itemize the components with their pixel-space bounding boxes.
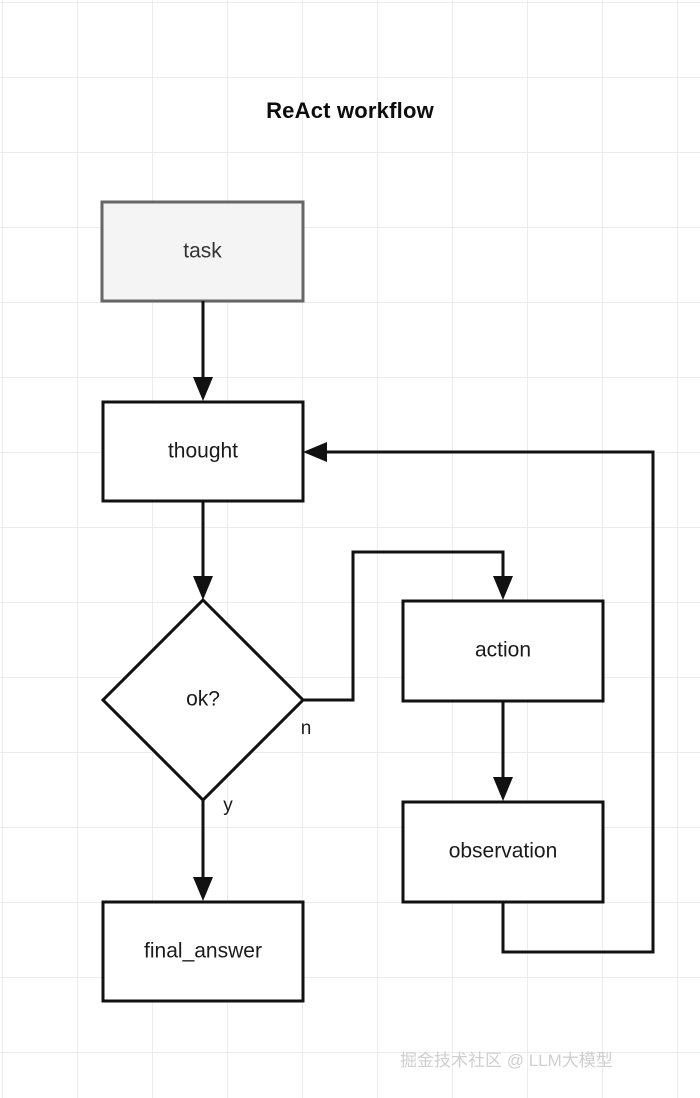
edge-decision-no-arrowhead [493,576,513,600]
node-thought[interactable]: thought [101,400,305,503]
decision-label: ok? [186,688,220,711]
edge-decision-no-line [303,550,505,702]
edge-thought-to-decision-arrowhead [193,576,213,600]
final-answer-label: final_answer [144,940,262,963]
edge-action-to-observation-arrowhead [493,777,513,801]
observation-label: observation [449,840,558,863]
node-final-answer[interactable]: final_answer [101,900,305,1003]
edge-decision-no: n [301,550,513,739]
action-label: action [475,639,531,662]
action-box-shape [401,599,605,703]
task-box-shape [100,200,305,303]
final-answer-box-shape [101,900,305,1003]
edge-task-to-thought [193,301,213,401]
node-observation[interactable]: observation [401,800,605,904]
thought-label: thought [168,440,238,463]
node-action[interactable]: action [401,599,605,703]
watermark-text: 掘金技术社区 @ LLM大模型 [400,1051,613,1070]
node-decision[interactable]: ok? [100,597,306,803]
edge-task-to-thought-arrowhead [193,377,213,401]
edge-thought-to-decision [193,501,213,600]
edge-observation-to-thought-arrowhead [303,442,327,462]
edge-decision-yes-arrowhead [193,877,213,901]
page-title: ReAct workflow [266,98,434,123]
edge-action-to-observation [493,701,513,801]
node-task[interactable]: task [100,200,305,303]
edge-observation-to-thought [303,442,655,954]
edge-label-yes: y [223,795,233,816]
observation-box-shape [401,800,605,904]
edge-decision-yes: y [193,795,233,901]
edge-label-no: n [301,718,312,739]
task-label: task [183,240,222,263]
edge-observation-to-thought-line [318,450,655,954]
